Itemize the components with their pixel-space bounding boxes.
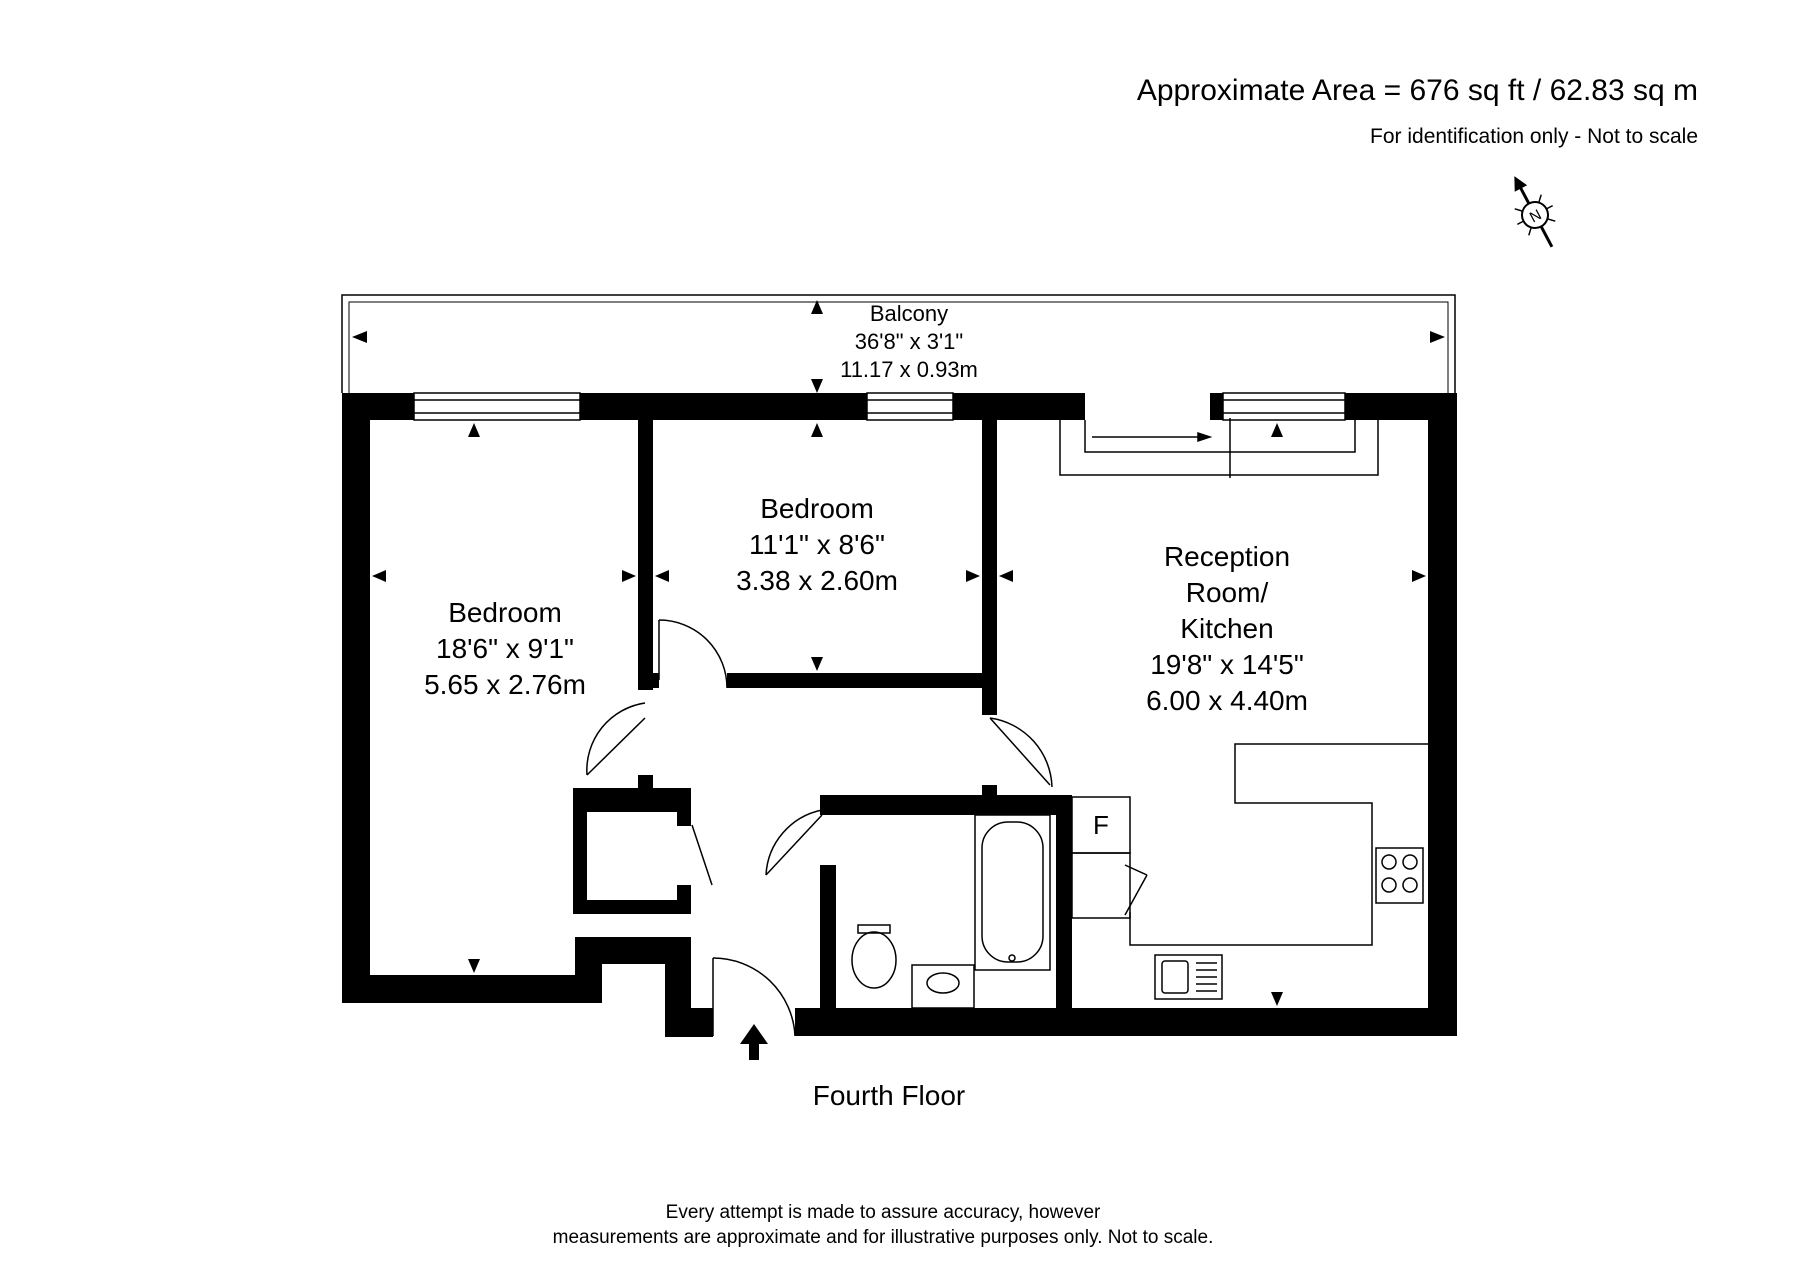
balcony-name: Balcony	[870, 301, 948, 326]
hob-icon	[1375, 847, 1424, 904]
room-name-line3: Kitchen	[1180, 613, 1273, 644]
north-compass-icon: N	[1514, 176, 1556, 248]
bathroom-fixtures	[851, 814, 1051, 1009]
doors	[586, 619, 1148, 1037]
room-imperial: 11'1" x 8'6"	[749, 529, 885, 560]
room-name: Bedroom	[448, 597, 562, 628]
disclaimer-line2: measurements are approximate and for ill…	[553, 1227, 1214, 1248]
walls	[342, 393, 1457, 1037]
compass-letter: N	[1527, 206, 1545, 226]
approximate-area: Approximate Area = 676 sq ft / 62.83 sq …	[1137, 74, 1698, 107]
basin-icon	[926, 972, 960, 994]
dimension-arrows	[372, 423, 1426, 1006]
kitchen-fixtures	[1071, 743, 1428, 1000]
room-bedroom-middle: Bedroom 11'1" x 8'6" 3.38 x 2.60m	[736, 493, 898, 596]
balcony: Balcony 36'8" x 3'1" 11.17 x 0.93m	[341, 294, 1456, 393]
balcony-metric: 11.17 x 0.93m	[840, 357, 978, 382]
room-reception-kitchen: Reception Room/ Kitchen 19'8" x 14'5" 6.…	[1146, 541, 1308, 716]
toilet-icon	[851, 931, 897, 989]
room-metric: 3.38 x 2.60m	[736, 565, 898, 596]
room-bedroom-left: Bedroom 18'6" x 9'1" 5.65 x 2.76m	[424, 597, 586, 700]
room-metric: 6.00 x 4.40m	[1146, 685, 1308, 716]
cupboard	[1071, 852, 1131, 919]
sink-icon	[1154, 954, 1223, 1000]
balcony-imperial: 36'8" x 3'1"	[855, 329, 963, 354]
room-imperial: 18'6" x 9'1"	[436, 633, 574, 664]
disclaimer-line1: Every attempt is made to assure accuracy…	[666, 1202, 1101, 1223]
room-name-line2: Room/	[1186, 577, 1269, 608]
entrance-arrow-icon	[740, 1024, 768, 1060]
room-metric: 5.65 x 2.76m	[424, 669, 586, 700]
room-imperial: 19'8" x 14'5"	[1150, 649, 1304, 680]
scale-note: For identification only - Not to scale	[1370, 125, 1698, 148]
room-name: Bedroom	[760, 493, 874, 524]
floor-label: Fourth Floor	[813, 1080, 966, 1111]
fridge-label: F	[1093, 810, 1109, 840]
windows	[413, 392, 1379, 478]
room-name-line1: Reception	[1164, 541, 1290, 572]
